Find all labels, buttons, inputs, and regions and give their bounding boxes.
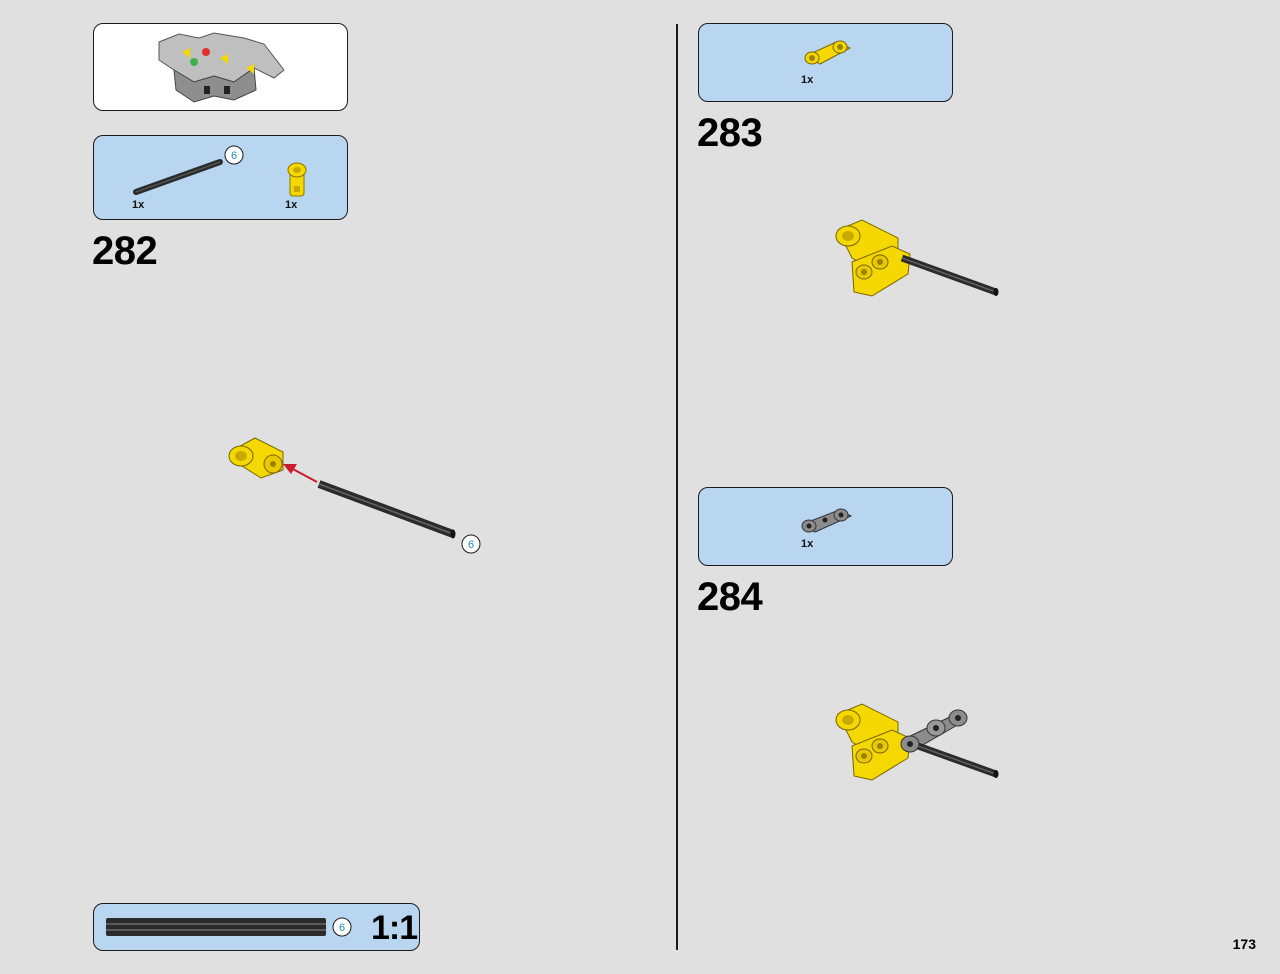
step-number-284: 284 xyxy=(697,575,763,619)
parts-list-step-282: 6 1x 1x xyxy=(93,135,348,220)
assembly-282-illustration: 6 xyxy=(228,437,481,554)
axle-scale-icon xyxy=(106,918,326,936)
length-badge-text: 6 xyxy=(468,539,474,551)
part-qty: 1x xyxy=(801,538,814,550)
step-number-282: 282 xyxy=(92,229,158,273)
axle-6-part-icon xyxy=(317,480,456,539)
yellow-beam-part-icon xyxy=(804,40,852,65)
scale-reference-box: 6 1:1 xyxy=(93,903,420,951)
parts-list-step-284: 1x xyxy=(698,487,953,566)
length-badge-text: 6 xyxy=(339,922,345,934)
part-qty: 1x xyxy=(285,199,298,211)
length-badge-icon: 6 xyxy=(332,917,352,937)
part-qty: 1x xyxy=(801,74,814,86)
length-badge-icon: 6 xyxy=(461,534,481,554)
step-number-283: 283 xyxy=(697,111,763,155)
part-qty: 1x xyxy=(132,199,145,211)
assembly-284-illustration xyxy=(835,703,999,781)
length-badge-text: 6 xyxy=(231,150,237,162)
yellow-connector-part-icon xyxy=(228,437,284,479)
yellow-connector-part-icon xyxy=(287,162,307,197)
grey-beam-part-icon xyxy=(801,508,853,533)
length-badge-icon: 6 xyxy=(224,145,244,165)
parts-list-step-283: 1x xyxy=(698,23,953,102)
subassembly-model-icon xyxy=(158,32,285,103)
axle-6-part-icon xyxy=(133,159,223,195)
page-divider xyxy=(676,24,678,950)
scale-label: 1:1 xyxy=(371,909,418,947)
subassembly-preview-box xyxy=(93,23,348,111)
insert-arrow-icon xyxy=(283,464,318,483)
assembly-283-illustration xyxy=(835,219,999,297)
page-number: 173 xyxy=(1232,936,1256,952)
